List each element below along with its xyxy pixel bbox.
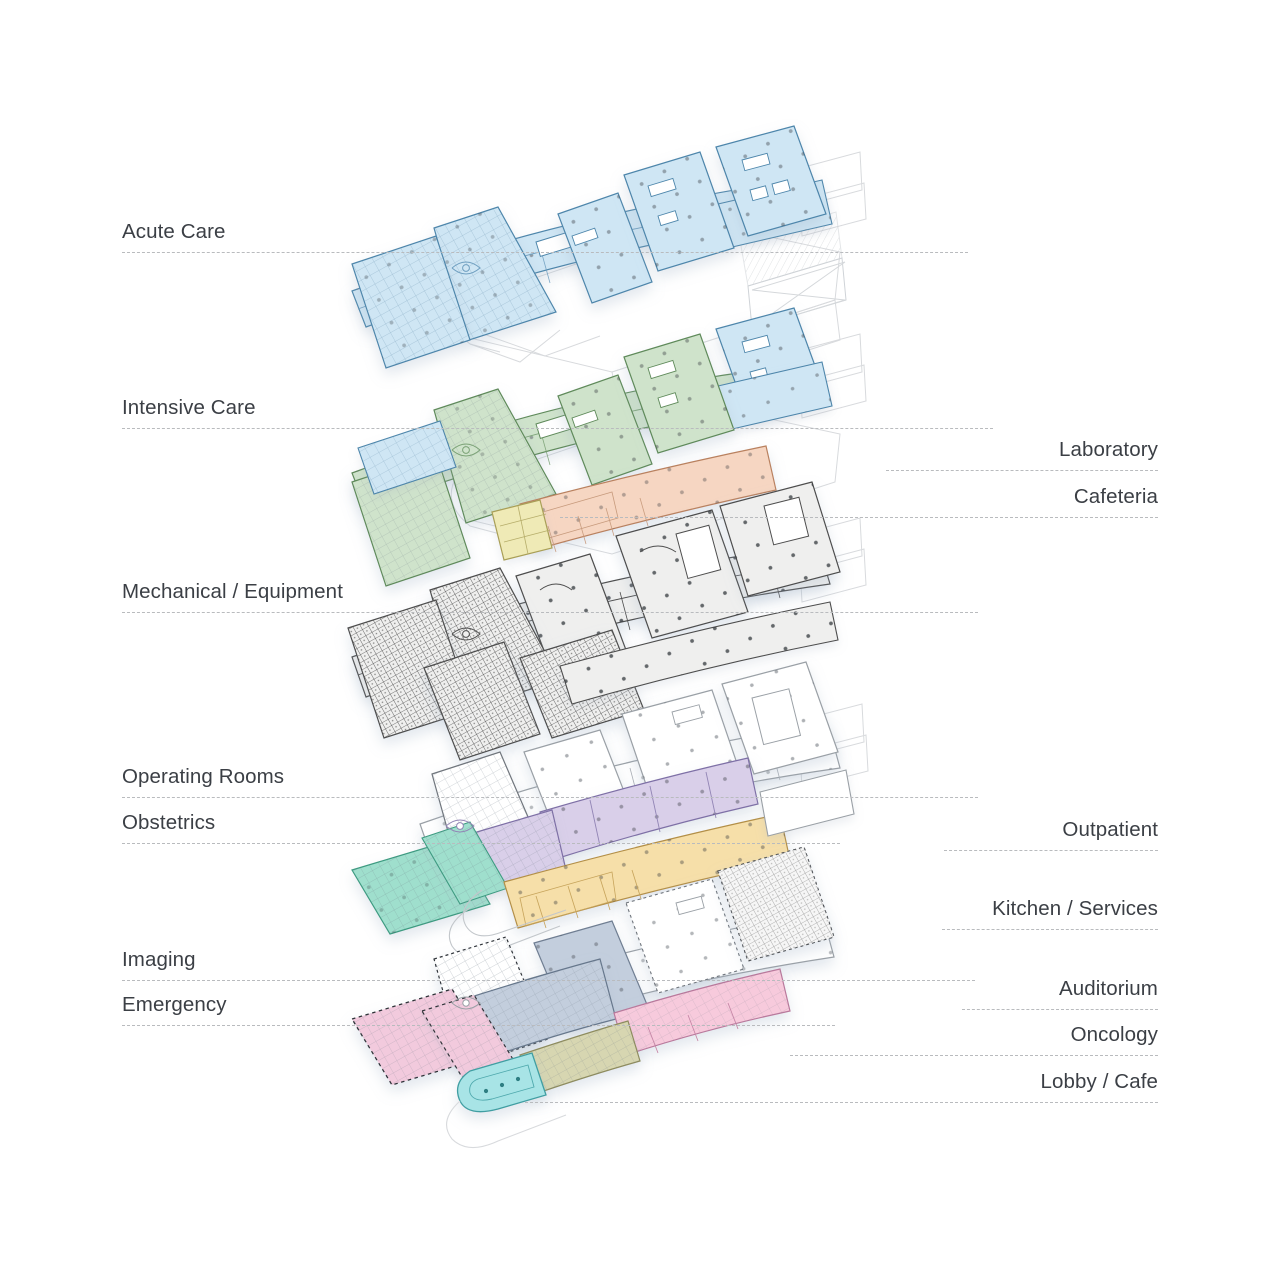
annotation-label: Kitchen / Services	[992, 897, 1158, 920]
level-mechanical	[347, 481, 867, 761]
band-operating-rooms	[539, 757, 759, 861]
annotation-label: Emergency	[122, 993, 227, 1016]
pod-lobby-cafe	[456, 1052, 547, 1113]
core-node-icu	[451, 443, 481, 457]
annotation-lobby-cafe: Lobby / Cafe	[525, 1070, 1158, 1103]
level-acute-care	[351, 125, 867, 411]
wing-emergency-2	[421, 994, 515, 1078]
leader-line	[122, 427, 993, 429]
wing-icu-rooms-1	[433, 388, 557, 524]
band-laboratory	[519, 445, 777, 553]
annotation-label: Operating Rooms	[122, 765, 285, 788]
annotation-oncology: Oncology	[790, 1023, 1158, 1056]
core-node-mech	[451, 627, 481, 641]
leader-line	[122, 611, 978, 613]
level-intensive-care	[351, 307, 867, 587]
annotation-acute-care: Acute Care	[122, 220, 968, 253]
annotation-kitchen-services: Kitchen / Services	[942, 897, 1158, 930]
level-operating	[351, 661, 869, 958]
wing-ground-dense-right	[717, 846, 835, 962]
band-mech-lower	[559, 601, 839, 705]
annotation-label: Lobby / Cafe	[1040, 1070, 1158, 1093]
band-kitchen-services	[519, 1020, 641, 1096]
annotation-intensive-care: Intensive Care	[122, 396, 993, 429]
leader-line	[122, 251, 968, 253]
leader-line	[790, 1054, 1158, 1056]
wing-icu-2	[623, 333, 735, 454]
annotation-label: Obstetrics	[122, 811, 216, 834]
leader-line	[560, 516, 1158, 518]
core-node-acute	[451, 261, 481, 275]
annotation-cafeteria: Cafeteria	[560, 485, 1158, 518]
annotation-obstetrics: Obstetrics	[122, 811, 840, 844]
annotation-emergency: Emergency	[122, 993, 835, 1026]
annotation-label: Intensive Care	[122, 396, 256, 419]
annotation-outpatient: Outpatient	[944, 818, 1158, 851]
wing-acute-rooms-2	[351, 235, 471, 369]
ghost-entry-curve	[446, 1100, 567, 1149]
annotation-label: Acute Care	[122, 220, 226, 243]
wing-icu-1	[557, 374, 653, 486]
wing-acute-3	[715, 125, 827, 237]
wing-l2-white-3	[721, 661, 839, 775]
annotation-label: Imaging	[122, 948, 196, 971]
annotation-auditorium: Auditorium	[962, 977, 1158, 1010]
annotation-label: Auditorium	[1059, 977, 1158, 1000]
level-ground	[351, 846, 835, 1149]
leader-line	[122, 979, 975, 981]
wing-acute-2	[623, 151, 735, 272]
annotation-label: Cafeteria	[1073, 485, 1158, 508]
leader-line	[122, 796, 978, 798]
wing-mech-2	[615, 509, 749, 639]
annotation-label: Mechanical / Equipment	[122, 580, 343, 603]
leader-line	[886, 469, 1158, 471]
wing-mech-3	[719, 481, 841, 597]
leader-line	[122, 1024, 835, 1026]
annotation-laboratory: Laboratory	[886, 438, 1158, 471]
core-node-ground	[451, 996, 481, 1010]
annotation-imaging: Imaging	[122, 948, 975, 981]
annotation-operating-rooms: Operating Rooms	[122, 765, 978, 798]
wing-ground-white-1	[625, 878, 745, 994]
leader-line	[525, 1101, 1158, 1103]
wing-acute-1	[557, 192, 653, 304]
annotation-label: Outpatient	[1062, 818, 1158, 841]
leader-line	[962, 1008, 1158, 1010]
band-cafeteria	[491, 499, 553, 561]
leader-line	[944, 849, 1158, 851]
annotation-label: Laboratory	[1058, 438, 1158, 461]
leader-line	[122, 842, 840, 844]
band-oncology	[613, 968, 791, 1056]
leader-line	[942, 928, 1158, 930]
wing-acute-rooms-level4	[357, 420, 457, 495]
annotation-label: Oncology	[1070, 1023, 1158, 1046]
wing-mech-dense-3	[423, 641, 541, 761]
wing-acute-rooms-1	[433, 206, 557, 342]
annotation-mechanical-equipment: Mechanical / Equipment	[122, 580, 978, 613]
band-l2-tail	[759, 769, 855, 837]
core-node-l2	[445, 819, 475, 833]
